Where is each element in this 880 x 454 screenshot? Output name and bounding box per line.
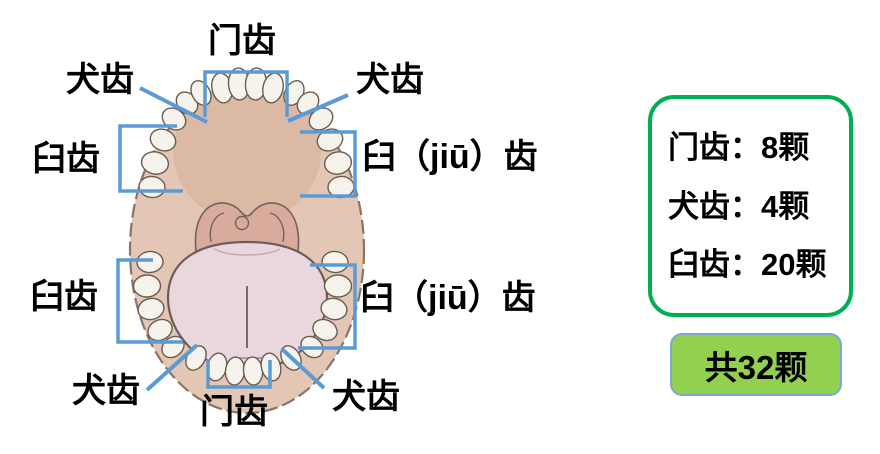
incisor-bottom-bracket xyxy=(206,360,272,389)
molar-count-text: 臼齿：20颗 xyxy=(668,246,827,282)
label-molars-lower-right: 臼（jiū）齿 xyxy=(360,279,536,317)
label-canines-top-left: 犬齿 xyxy=(66,61,134,99)
canine-top-right-line xyxy=(287,93,349,123)
molar-lower-right-bracket xyxy=(298,263,357,350)
canine-count-text: 犬齿：4颗 xyxy=(668,188,810,224)
label-canines-top-right: 犬齿 xyxy=(356,61,424,99)
tongue xyxy=(166,240,329,372)
palate-shade xyxy=(173,82,321,222)
tooth-count-summary-box: 门齿：8颗 犬齿：4颗 臼齿：20颗 xyxy=(648,95,853,317)
canine-top-left-line xyxy=(139,86,208,124)
total-count-badge: 共32颗 xyxy=(670,333,842,396)
lower-teeth xyxy=(132,250,353,386)
label-incisors-top: 门齿 xyxy=(208,22,276,60)
incisor-count-text: 门齿：8颗 xyxy=(668,130,810,166)
label-canines-bottom-left: 犬齿 xyxy=(72,372,140,410)
uvula xyxy=(234,215,250,231)
label-canines-bottom-right: 犬齿 xyxy=(332,378,400,416)
label-molars-lower-left: 臼齿 xyxy=(30,278,98,316)
molar-upper-left-bracket xyxy=(118,124,183,193)
canine-bottom-left-line xyxy=(145,343,199,392)
label-molars-upper-right: 臼（jiū）齿 xyxy=(362,138,538,176)
molar-lower-left-bracket xyxy=(116,258,183,344)
label-molars-upper-left: 臼齿 xyxy=(32,140,100,178)
incisor-top-bracket xyxy=(203,70,289,117)
canine-bottom-right-line xyxy=(280,347,326,390)
annotations xyxy=(116,70,357,392)
molar-upper-right-bracket xyxy=(300,130,357,198)
label-incisors-bottom: 门齿 xyxy=(200,393,268,431)
